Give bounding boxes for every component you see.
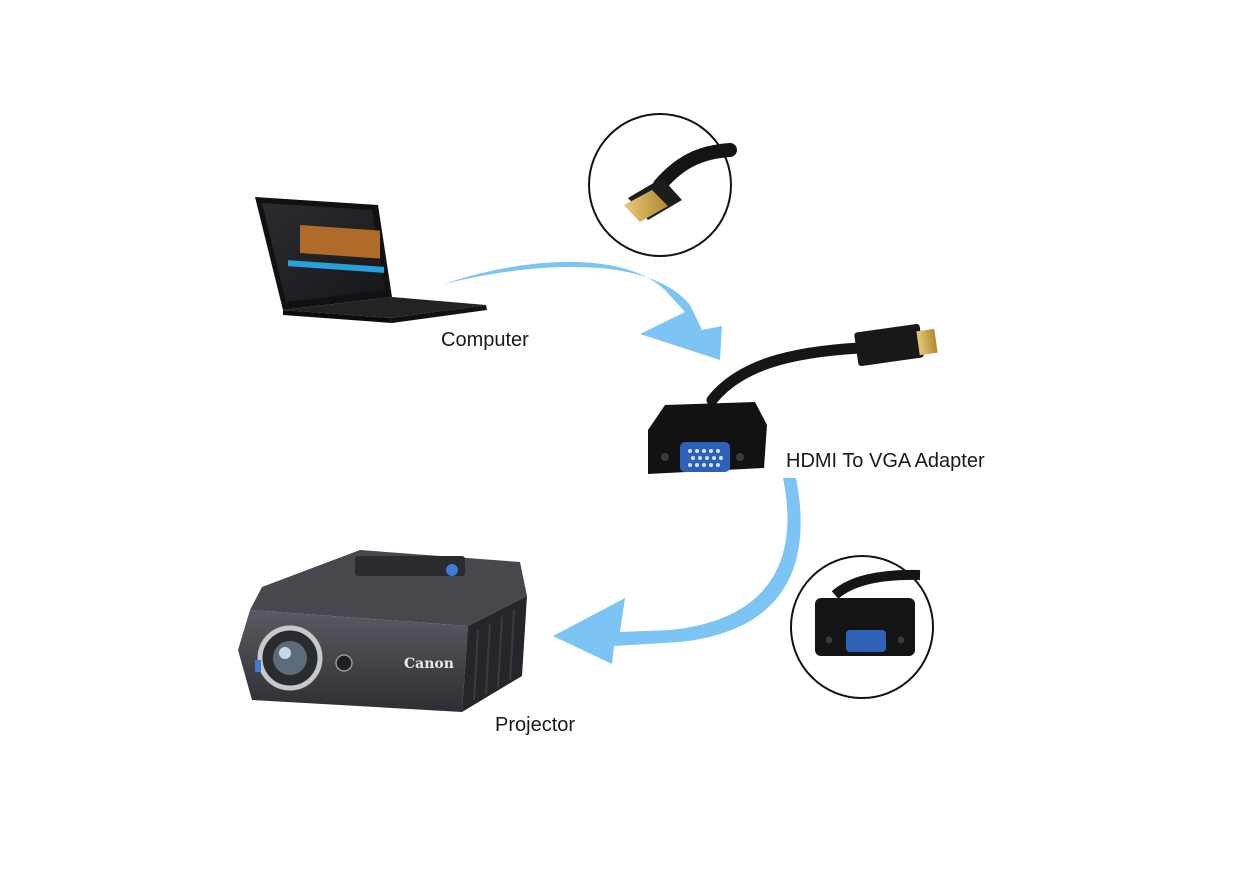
projector-brand-logo: Canon — [404, 656, 454, 672]
adapter-icon — [648, 323, 938, 474]
arrow-adapter-to-projector — [553, 478, 801, 664]
projector-label: Projector — [495, 714, 576, 736]
hdmi-plug-icon — [588, 113, 737, 257]
laptop-icon — [255, 197, 487, 323]
computer-label: Computer — [441, 329, 529, 351]
vga-port-icon — [790, 555, 934, 699]
arrow-computer-to-adapter — [444, 261, 722, 360]
projector-icon: Canon — [238, 550, 527, 712]
adapter-label: HDMI To VGA Adapter — [786, 450, 985, 472]
